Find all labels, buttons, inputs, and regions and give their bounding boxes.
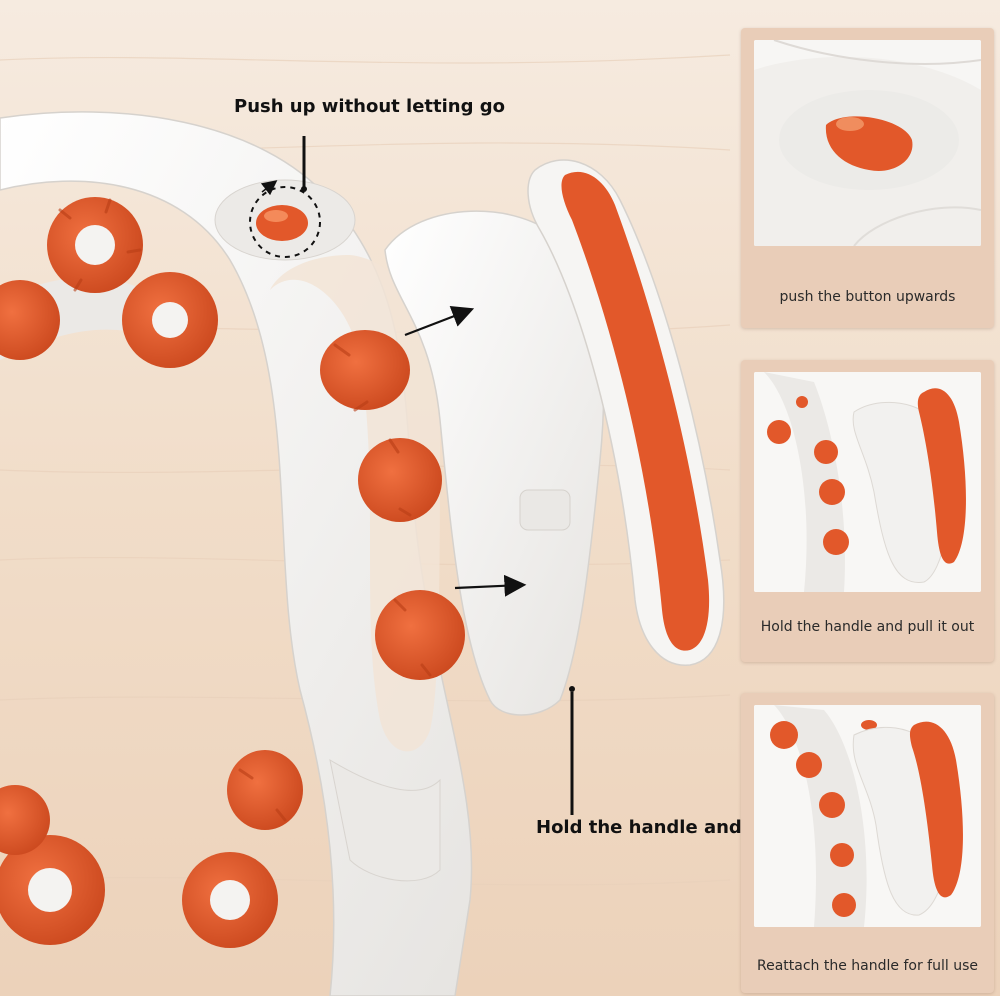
step-panel-2: Hold the handle and pull it out	[741, 360, 994, 662]
step-panel-3: Reattach the handle for full use	[741, 693, 994, 993]
step-1-caption: push the button upwards	[779, 289, 956, 305]
step-panel-1: push the button upwards	[741, 28, 994, 328]
step-3-image	[754, 705, 981, 927]
step-1-image	[754, 40, 981, 246]
massage-gears	[0, 197, 465, 948]
lock-button-icon	[825, 116, 913, 171]
leader-lines	[302, 136, 574, 815]
step-2-caption: Hold the handle and pull it out	[760, 619, 975, 635]
callout-push-up: Push up without letting go	[234, 96, 506, 117]
step-2-image	[754, 372, 981, 592]
gear-teeth	[58, 198, 432, 822]
detached-handle	[384, 159, 725, 716]
step-3-caption: Reattach the handle for full use	[757, 958, 978, 974]
